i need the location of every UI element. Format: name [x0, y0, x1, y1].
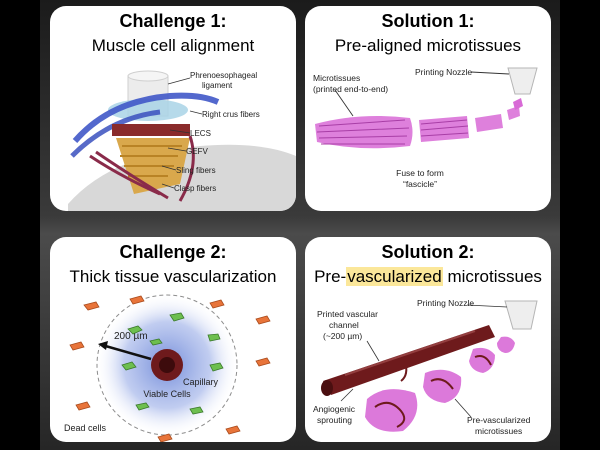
prevascularized-illustration: Printing Nozzle Printed vascular channel… [313, 298, 538, 436]
nozzle-label: Printing Nozzle [415, 67, 472, 77]
solution-2-subtitle: Pre-vascularized microtissues [305, 267, 551, 287]
microtissue-strands [315, 98, 523, 149]
esophagus-anatomy-illustration: Phrenoesophageal ligament Right crus fib… [68, 70, 296, 211]
channel-label-line1: Printed vascular [317, 309, 378, 319]
solution-1-heading: Solution 1: [381, 11, 475, 31]
gefv-label: GEFV [186, 147, 208, 156]
aligned-microtissues-illustration: Printing Nozzle Microtissues (printed en… [313, 67, 538, 189]
subtitle-post: microtissues [442, 267, 542, 286]
solution-2-panel: Solution 2: Pre-vascularized microtissue… [305, 237, 551, 442]
distance-label: 200 µm [114, 331, 148, 342]
capillary-label: Capillary [183, 377, 219, 387]
subtitle-highlight: vascularized [346, 267, 443, 286]
solution-1-panel: Solution 1: Pre-aligned microtissues Pri… [305, 6, 551, 211]
vascularization-diagram: 200 µm Capillary Viable Cells Dead cells [64, 293, 271, 442]
channel-label-line2: channel [329, 320, 359, 330]
nozzle-label: Printing Nozzle [417, 298, 474, 308]
subtitle-pre: Pre- [314, 267, 347, 286]
prevascularized-label-line1: Pre-vascularized [467, 415, 531, 425]
microtissues-label-line1: Microtissues [313, 73, 360, 83]
fuse-label-line2: “fascicle” [403, 179, 437, 189]
challenge-2-panel: Challenge 2: Thick tissue vascularizatio… [50, 237, 296, 442]
challenge-2-subtitle: Thick tissue vascularization [69, 267, 277, 286]
right-crus-label: Right crus fibers [202, 110, 260, 119]
angiogenic-label-line1: Angiogenic [313, 404, 356, 414]
microtissues-label-line2: (printed end-to-end) [313, 84, 388, 94]
dead-cells-label: Dead cells [64, 423, 107, 433]
solution-2-heading: Solution 2: [381, 242, 475, 262]
prevascularized-label-line2: microtissues [475, 426, 522, 436]
challenge-1-subtitle: Muscle cell alignment [91, 36, 255, 55]
sling-label: Sling fibers [176, 166, 216, 175]
challenge-2-heading: Challenge 2: [119, 242, 227, 262]
challenge-1-heading: Challenge 1: [119, 11, 227, 31]
lecs-label: LECS [190, 129, 211, 138]
ligament-label-line1: Phrenoesophageal [190, 71, 257, 80]
ligament-label-line2: ligament [202, 81, 233, 90]
dead-cells [69, 295, 271, 442]
solution-1-subtitle: Pre-aligned microtissues [334, 36, 522, 55]
fuse-label-line1: Fuse to form [396, 168, 444, 178]
channel-label-line3: (~200 µm) [323, 331, 362, 341]
viable-cells [121, 312, 224, 415]
angiogenic-label-line2: sprouting [317, 415, 352, 425]
clasp-label: Clasp fibers [174, 184, 216, 193]
viable-cells-label: Viable Cells [143, 389, 191, 399]
challenge-1-panel: Challenge 1: Muscle cell alignment Phren… [50, 6, 296, 211]
